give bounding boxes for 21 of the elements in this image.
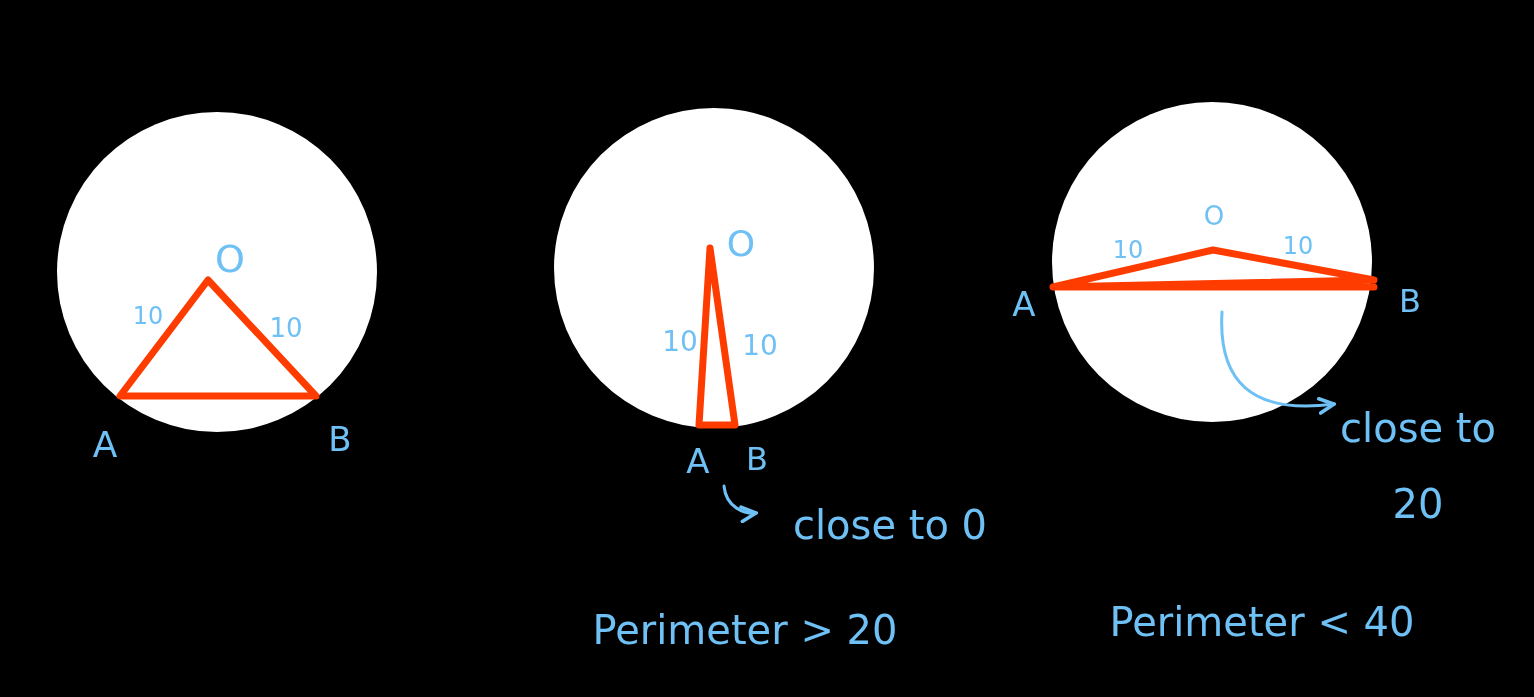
vertex-label: B <box>328 421 352 459</box>
vertex-label: O <box>1203 201 1225 231</box>
perimeter-note: Perimeter > 20 <box>592 608 898 652</box>
vertex-label: A <box>92 425 118 465</box>
length-label: 10 <box>1112 236 1144 264</box>
length-label: 10 <box>269 313 303 343</box>
leader-arrow <box>1220 310 1336 415</box>
vertex-label: A <box>686 443 710 481</box>
vertex-label: B <box>746 442 768 478</box>
vertex-label: B <box>1399 284 1421 320</box>
vertex-label: O <box>726 224 756 264</box>
length-label: 10 <box>662 326 698 358</box>
leader-arrow <box>722 484 758 523</box>
length-label: 10 <box>132 302 164 330</box>
annotation-text: close to 0 <box>760 487 1020 563</box>
perimeter-note: Perimeter < 40 <box>1109 600 1415 644</box>
annotation-text: close to 20 <box>1338 390 1498 542</box>
vertex-label: A <box>1012 286 1036 324</box>
vertex-label: O <box>215 239 245 281</box>
length-label: 10 <box>1282 232 1314 260</box>
length-label: 10 <box>742 330 778 362</box>
